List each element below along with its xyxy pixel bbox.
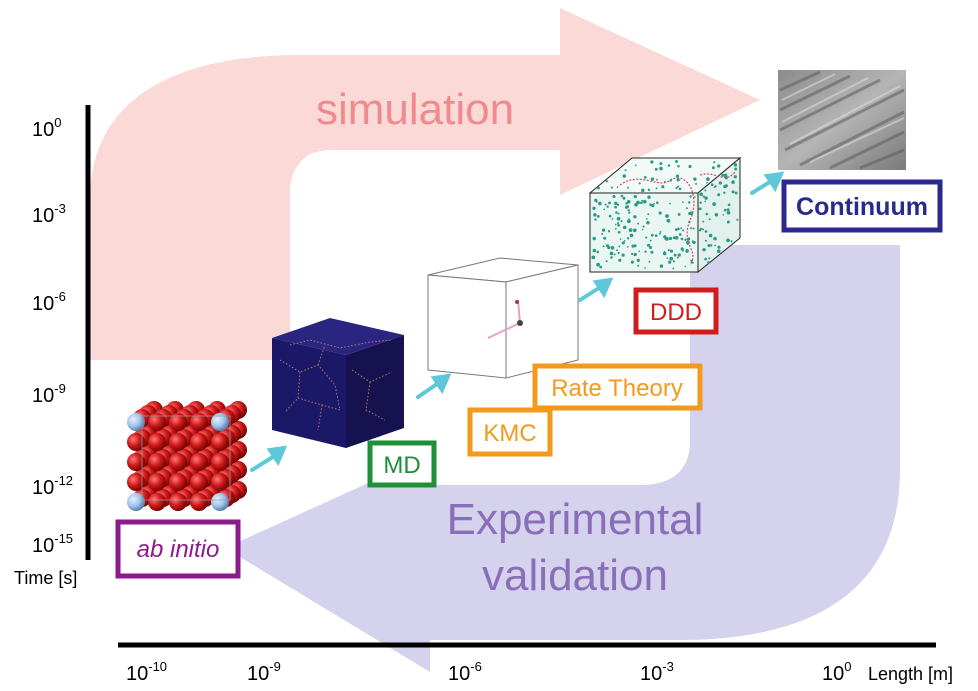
time-tick-4: 10-12 bbox=[32, 473, 73, 499]
svg-text:ab initio: ab initio bbox=[137, 536, 220, 563]
continuum-micrograph-image bbox=[778, 70, 906, 170]
time-axis-title: Time [s] bbox=[14, 568, 77, 588]
method-kmc: KMC bbox=[467, 407, 553, 457]
simulation-arrow bbox=[90, 8, 760, 360]
svg-text:MD: MD bbox=[383, 452, 420, 479]
validation-label-line1: Experimental bbox=[447, 495, 704, 544]
step-arrows bbox=[250, 171, 785, 472]
kmc-wireframe-cube-image bbox=[427, 257, 579, 379]
md-grain-cube-image bbox=[272, 318, 404, 448]
method-md: MD bbox=[367, 440, 437, 488]
time-tick-1: 10-3 bbox=[32, 201, 66, 227]
time-tick-3: 10-9 bbox=[32, 381, 66, 407]
svg-text:DDD: DDD bbox=[650, 299, 702, 326]
method-ddd: DDD bbox=[633, 287, 719, 335]
length-tick-4: 100 bbox=[822, 659, 851, 685]
svg-text:Rate Theory: Rate Theory bbox=[551, 375, 683, 402]
time-tick-5: 10-15 bbox=[32, 531, 73, 557]
length-axis-title: Length [m] bbox=[868, 664, 953, 684]
time-tick-0: 100 bbox=[32, 115, 61, 141]
ddd-cube-image bbox=[588, 156, 742, 274]
length-tick-0: 10-10 bbox=[126, 659, 167, 685]
method-rate-theory: Rate Theory bbox=[532, 363, 703, 411]
length-tick-1: 10-9 bbox=[247, 659, 281, 685]
length-tick-3: 10-3 bbox=[640, 659, 674, 685]
method-ab-initio: ab initio bbox=[115, 519, 241, 579]
validation-label-line2: validation bbox=[482, 551, 668, 600]
svg-text:KMC: KMC bbox=[483, 420, 536, 447]
time-tick-2: 10-6 bbox=[32, 289, 66, 315]
validation-arrow bbox=[225, 245, 900, 672]
length-tick-2: 10-6 bbox=[448, 659, 482, 685]
simulation-label: simulation bbox=[316, 85, 514, 134]
ab-initio-lattice-image bbox=[127, 401, 247, 511]
method-continuum: Continuum bbox=[781, 179, 943, 233]
svg-text:Continuum: Continuum bbox=[796, 193, 928, 221]
